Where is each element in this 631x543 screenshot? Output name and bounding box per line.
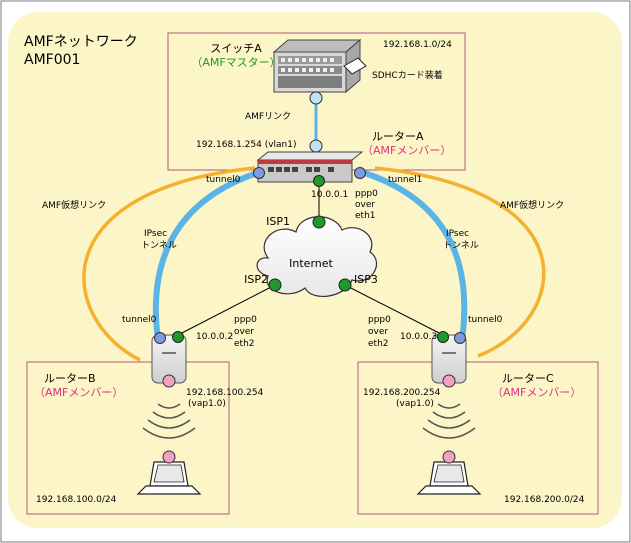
router-a-tunnel0-port xyxy=(253,167,265,179)
router-c-wan-line xyxy=(344,284,444,336)
router-a-ppp-2: over xyxy=(355,200,375,210)
diagram-title: AMFネットワーク xyxy=(24,34,138,50)
isp2-label: ISP2 xyxy=(244,273,268,286)
router-a-ppp-3: eth1 xyxy=(355,211,376,221)
router-c-ppp-1: ppp0 xyxy=(368,315,391,325)
amf-link-label: AMFリンク xyxy=(245,111,291,122)
switch-a-role: （AMFマスター） xyxy=(191,56,280,69)
router-b-vap: (vap1.0) xyxy=(188,399,226,409)
ipsec-right-label-2: トンネル xyxy=(443,240,479,251)
router-c-vap-port xyxy=(442,374,456,388)
isp1-node xyxy=(312,215,326,229)
internet-label: Internet xyxy=(289,257,333,270)
sdhc-label: SDHCカード装着 xyxy=(372,69,443,81)
router-a-tunnel1-port xyxy=(354,167,366,179)
internet-cloud xyxy=(256,216,378,297)
isp2-node xyxy=(268,278,282,292)
router-b-wan-line xyxy=(177,284,276,336)
laptop-b-port xyxy=(162,450,176,464)
amf-virtual-link-left xyxy=(82,166,256,362)
router-a-wan-ip: 10.0.0.1 xyxy=(311,190,348,200)
amf-virtual-link-right-label: AMF仮想リンク xyxy=(500,199,564,211)
router-b-lan-ip: 192.168.100.254 xyxy=(186,388,264,398)
router-c-ppp-2: over xyxy=(368,327,388,337)
router-b-ppp-1: ppp0 xyxy=(234,315,257,325)
router-b-ppp-2: over xyxy=(234,327,254,337)
amf-virtual-link-right xyxy=(374,166,546,358)
router-b-box xyxy=(26,361,230,515)
switch-a-subnet: 192.168.1.0/24 xyxy=(383,40,452,50)
wifi-waves-b xyxy=(142,403,196,439)
sdhc-card-icon xyxy=(343,57,367,75)
ipsec-left-label-2: トンネル xyxy=(141,240,177,251)
switch-a-amf-port xyxy=(309,91,323,105)
router-a-tunnel0: tunnel0 xyxy=(206,175,241,185)
router-a-icon xyxy=(256,151,364,183)
router-c-wan-port xyxy=(437,331,449,343)
router-b-tunnel0-port xyxy=(154,332,166,344)
laptop-c-port xyxy=(442,450,456,464)
router-a-ppp-1: ppp0 xyxy=(355,189,378,199)
router-c-box xyxy=(357,361,599,515)
router-c-subnet: 192.168.200.0/24 xyxy=(504,495,585,505)
isp3-label: ISP3 xyxy=(354,273,378,286)
isp3-node xyxy=(338,278,352,292)
router-c-lan-ip: 192.168.200.254 xyxy=(363,388,441,398)
router-c-wan-ip: 10.0.0.3 xyxy=(400,332,437,342)
router-a-role: （AMFメンバー） xyxy=(362,144,451,157)
ipsec-right-label-1: IPsec xyxy=(446,229,469,239)
router-a-vlan-port xyxy=(309,139,323,153)
router-b-wan-ip: 10.0.0.2 xyxy=(196,332,233,342)
router-b-tunnel0: tunnel0 xyxy=(122,315,157,325)
router-c-tunnel0-port xyxy=(454,332,466,344)
router-a-tunnel1: tunnel1 xyxy=(388,175,422,185)
router-b-name: ルーターB xyxy=(44,372,96,385)
switch-a-name: スイッチA xyxy=(210,42,262,55)
laptop-b-icon xyxy=(136,461,202,495)
router-c-vap: (vap1.0) xyxy=(396,399,434,409)
router-b-vap-port xyxy=(162,374,176,388)
router-b-wan-port xyxy=(172,331,184,343)
router-c-tunnel0: tunnel0 xyxy=(468,315,503,325)
switch-a-icon xyxy=(272,38,362,94)
router-a-wan-port xyxy=(313,175,325,187)
ipsec-tunnel-left xyxy=(152,169,261,341)
router-a-name: ルーターA xyxy=(372,130,424,143)
router-c-role: （AMFメンバー） xyxy=(492,386,581,399)
router-b-ppp-3: eth2 xyxy=(234,339,255,349)
router-b-role: （AMFメンバー） xyxy=(34,386,123,399)
wifi-waves-c xyxy=(422,403,476,439)
router-a-vlan-ip: 192.168.1.254 (vlan1) xyxy=(196,140,297,150)
router-c-name: ルーターC xyxy=(502,372,554,385)
ipsec-left-label-1: IPsec xyxy=(144,229,167,239)
ipsec-tunnel-right xyxy=(361,169,468,341)
amf-virtual-link-left-label: AMF仮想リンク xyxy=(42,199,106,211)
router-c-ppp-3: eth2 xyxy=(368,339,389,349)
diagram-subtitle: AMF001 xyxy=(24,52,80,68)
isp1-label: ISP1 xyxy=(266,215,290,228)
router-b-subnet: 192.168.100.0/24 xyxy=(36,495,117,505)
laptop-c-icon xyxy=(416,461,482,495)
